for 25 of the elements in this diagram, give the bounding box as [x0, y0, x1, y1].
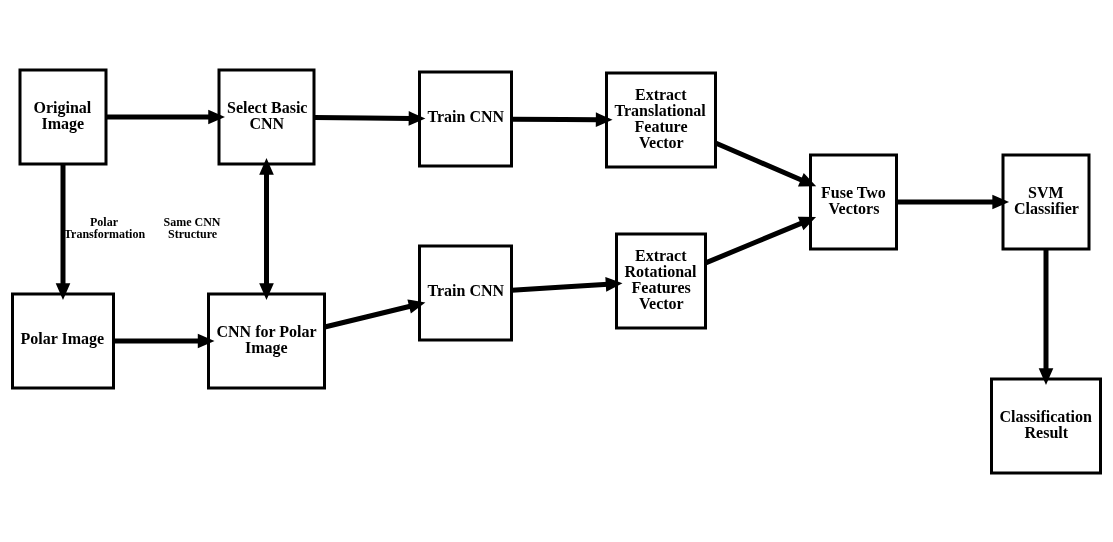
node-box: Fuse Two Vectors: [809, 153, 898, 250]
arrow: [1038, 248, 1054, 385]
arrow: [714, 140, 817, 186]
node-box: Extract Translational Feature Vector: [605, 71, 717, 168]
node-box: Select Basic CNN: [217, 68, 316, 165]
arrow: [314, 110, 426, 126]
node-box: Classification Result: [990, 377, 1102, 474]
node-box: SVM Classifier: [1001, 153, 1091, 250]
node-box: Train CNN: [418, 244, 513, 341]
edge-label: Same CNN Structure: [163, 214, 221, 241]
arrow: [704, 216, 817, 265]
arrow: [324, 298, 426, 329]
arrow: [896, 194, 1010, 209]
arrow: [511, 111, 613, 127]
arrow: [259, 157, 274, 300]
arrow: [113, 333, 215, 348]
node-box: Extract Rotational Features Vector: [615, 232, 707, 329]
arrow: [106, 109, 225, 124]
node-box: Original Image: [18, 68, 108, 165]
arrow: [55, 163, 71, 300]
arrow: [511, 276, 623, 293]
edge-label: Polar Transformation: [64, 214, 146, 241]
node-box: Polar Image: [11, 292, 115, 389]
node-box: CNN for Polar Image: [207, 292, 326, 389]
node-box: Train CNN: [418, 70, 513, 167]
